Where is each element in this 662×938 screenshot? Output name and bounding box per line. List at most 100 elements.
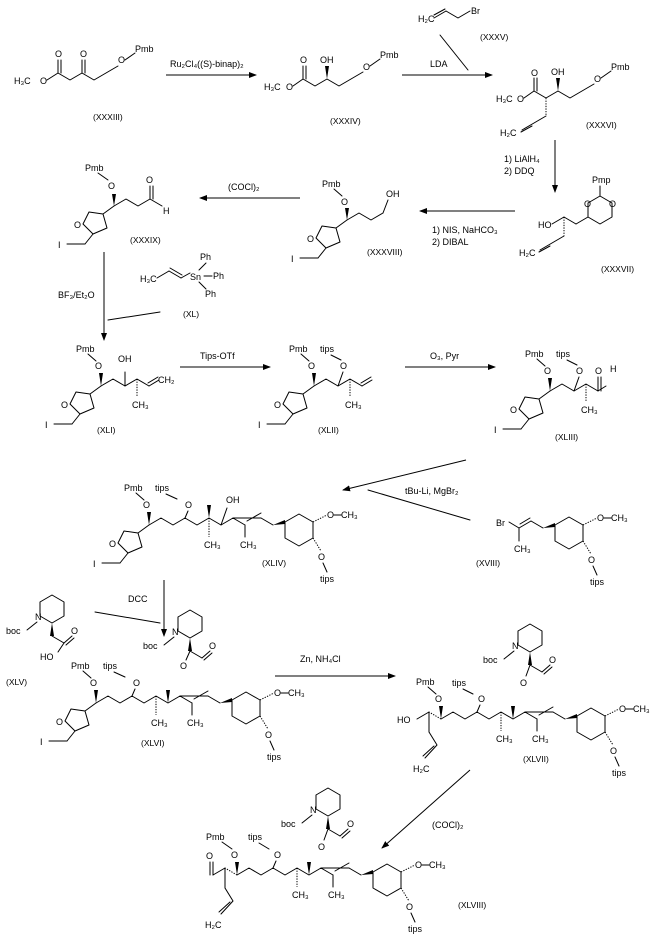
compound-xliv: Pmb O tips O OH CH₃ CH₃ O CH₃ O tips O I (93, 483, 358, 584)
o-label: O (531, 68, 538, 78)
tips-label: tips (155, 483, 170, 493)
o-label: O (118, 55, 125, 65)
boc-label: boc (281, 819, 296, 829)
ch3-label: CH₃ (240, 540, 257, 550)
compound-label-xxxiii: (XXXIII) (93, 112, 123, 122)
compound-label-xliii: (XLIII) (555, 432, 578, 442)
compound-xxxvii: Pmp O O HO H₂C (XXXVII) (519, 175, 634, 274)
reagent-label: (COCl)₂ (228, 182, 260, 192)
o-label: O (74, 220, 81, 230)
oh-label: OH (386, 189, 400, 199)
reagent-label: BF₃/Et₂O (58, 290, 95, 300)
o-label: O (478, 694, 485, 704)
o-label: O (595, 366, 602, 376)
ch3-label: CH₃ (187, 718, 204, 728)
n-label: N (512, 641, 519, 651)
i-label: I (494, 425, 497, 435)
compound-xlvii: N boc O O Pmb O tips O CH₃ CH₃ O CH₃ O (397, 623, 650, 778)
o-label: O (265, 730, 272, 740)
ch2-label: CH₂ (158, 375, 175, 385)
ch3-label: CH₃ (132, 400, 149, 410)
compound-xxxvi: H₃C O O OH O Pmb H₂C (XXXVI) (496, 62, 630, 138)
tips-label: tips (320, 574, 335, 584)
i-label: I (291, 254, 294, 264)
compound-label-xxxvii: (XXXVII) (601, 264, 634, 274)
pmb-label: Pmb (135, 44, 154, 54)
compound-label-xxxix: (XXXIX) (130, 235, 161, 245)
h3c-label: H₃C (14, 76, 31, 86)
o-label: O (274, 400, 281, 410)
o-label: O (300, 55, 307, 65)
o-label: O (231, 850, 238, 860)
o-label: O (341, 197, 348, 207)
compound-label-xlvi: (XLVI) (141, 738, 165, 748)
reagent-label: Tips-OTf (200, 351, 235, 361)
tips-label: tips (452, 678, 467, 688)
pmb-label: Pmb (124, 483, 143, 493)
o-label: O (185, 500, 192, 510)
ch3-label: CH₃ (151, 718, 168, 728)
o-label: O (510, 405, 517, 415)
reagent-label: Ru₂Cl₄((S)-binap)₂ (170, 59, 244, 69)
sn-label: Sn (190, 272, 201, 282)
o-label: O (206, 851, 213, 861)
o-label: O (90, 678, 97, 688)
o-label: O (520, 678, 527, 688)
h2c-label: H₂C (500, 128, 517, 138)
ph-label: Ph (205, 289, 216, 299)
o-label: O (619, 704, 626, 714)
o-label: O (55, 49, 62, 59)
o-label: O (109, 539, 116, 549)
o-label: O (307, 234, 314, 244)
o-label: O (274, 688, 281, 698)
compound-label-xlvii: (XLVII) (523, 754, 549, 764)
ch3-label: CH₃ (581, 405, 598, 415)
compound-label-xxxiv: (XXXIV) (330, 116, 361, 126)
tips-label: tips (103, 661, 118, 671)
ph-label: Ph (200, 252, 211, 262)
ch3-label: CH₃ (514, 544, 531, 554)
ch3-label: CH₃ (345, 400, 362, 410)
h3c-label: H₃C (264, 82, 281, 92)
compound-label-xl: (XL) (183, 309, 199, 319)
o-label: O (318, 552, 325, 562)
boc-label: boc (6, 626, 21, 636)
pmb-label: Pmb (525, 349, 544, 359)
compound-label-xxxvi: (XXXVI) (586, 120, 617, 130)
tips-label: tips (556, 349, 571, 359)
o-label: O (286, 82, 293, 92)
o-label: O (609, 199, 616, 209)
i-label: I (93, 559, 96, 569)
o-label: O (406, 902, 413, 912)
reaction-arrow (381, 769, 471, 849)
n-label: N (310, 805, 317, 815)
o-label: O (544, 366, 551, 376)
ho-label: HO (397, 715, 411, 725)
o-label: O (549, 655, 556, 665)
ch3-label: CH₃ (611, 513, 628, 523)
reagent-label: 1) NIS, NaHCO₃ (432, 225, 498, 235)
o-label: O (209, 641, 216, 651)
o-label: O (347, 819, 354, 829)
compound-xviii: Br CH₃ O CH₃ O tips (XVIII) (476, 513, 628, 587)
br-label: Br (496, 518, 505, 528)
ph-label: Ph (213, 271, 224, 281)
compound-label-xliv: (XLIV) (262, 558, 286, 568)
compound-xxxviii: Pmb O OH O I (XXXVIII) (291, 179, 403, 264)
compound-label-xli: (XLI) (97, 425, 116, 435)
i-label: I (45, 420, 48, 430)
oh-label: OH (226, 495, 240, 505)
compound-xxxix: Pmb O O H O I (XXXIX) (58, 163, 170, 250)
pmp-label: Pmp (592, 175, 611, 185)
compound-xliii: Pmb O tips O CH₃ O H O I (XLIII) (494, 349, 617, 442)
compound-label-xlviii: (XLVIII) (458, 900, 486, 910)
tips-label: tips (408, 924, 423, 934)
pmb-label: Pmb (416, 677, 435, 687)
pmb-label: Pmb (76, 344, 95, 354)
oh-label: OH (118, 354, 132, 364)
oh-label: OH (551, 67, 565, 77)
pmb-label: Pmb (85, 163, 104, 173)
ho-label: HO (40, 652, 54, 662)
pmb-label: Pmb (289, 344, 308, 354)
o-label: O (40, 76, 47, 86)
